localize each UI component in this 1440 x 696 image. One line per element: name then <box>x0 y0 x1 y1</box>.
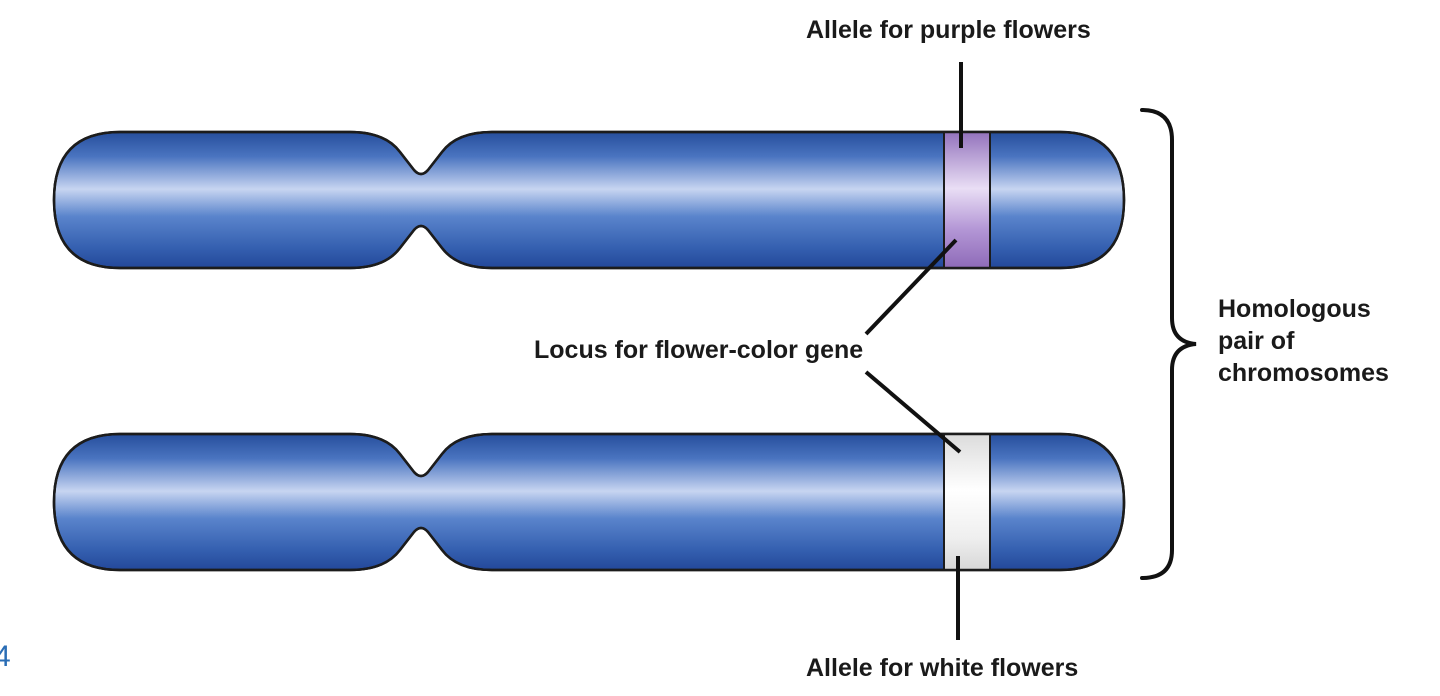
locus-leader-line-bottom <box>864 370 962 454</box>
homologous-pair-label: Homologous pair of chromosomes <box>1218 295 1389 387</box>
figure-number-fragment: 4 <box>0 640 11 673</box>
allele-purple-label: Allele for purple flowers <box>806 16 1091 44</box>
allele-white-label: Allele for white flowers <box>806 654 1079 682</box>
locus-label: Locus for flower-color gene <box>534 336 864 364</box>
top-chromosome <box>52 130 1126 270</box>
white-allele-band <box>943 434 991 570</box>
locus-leader-line-top <box>864 238 958 336</box>
bottom-chromosome <box>52 432 1126 572</box>
homologous-pair-brace <box>1140 108 1197 580</box>
purple-allele-band <box>943 132 991 268</box>
